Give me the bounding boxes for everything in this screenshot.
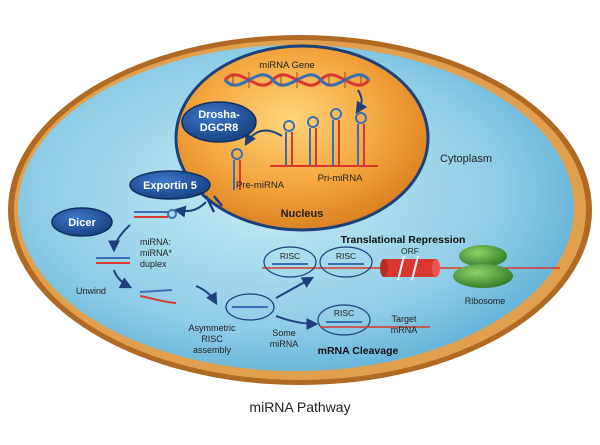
unwind-arrow	[113, 269, 133, 289]
gene-to-pri-arrow	[355, 89, 368, 115]
pre-mirna-icon	[231, 148, 243, 190]
some-label-line1: Some	[272, 328, 296, 338]
target-label-line1: Target	[391, 314, 417, 324]
exportin-label: Exportin 5	[143, 180, 197, 192]
unwinding-strands-icon	[139, 289, 177, 304]
drosha-label-line1: Drosha-	[198, 109, 240, 121]
to-repression-arrow	[275, 276, 315, 299]
risc-complex-3	[317, 304, 371, 336]
nuclear-pore	[204, 195, 223, 213]
pri-mirna-icon	[270, 108, 378, 167]
target-label-line2: mRNA	[391, 325, 418, 335]
risc1-label: RISC	[280, 251, 300, 261]
duplex-label-line2: miRNA*	[140, 248, 172, 258]
cytoplasmic-pre-mirna-icon	[134, 209, 177, 219]
figure-caption: miRNA Pathway	[249, 399, 350, 415]
pri-to-pre-arrow	[244, 129, 283, 147]
to-cleavage-arrow	[275, 315, 319, 330]
orf-label: ORF	[401, 246, 419, 256]
ribosome-icon	[453, 245, 513, 288]
mirna-gene-label: miRNA Gene	[259, 60, 314, 71]
cytoplasm-label: Cytoplasm	[440, 153, 492, 165]
asym-label-line2: RISC	[201, 334, 223, 344]
risc2-label: RISC	[336, 251, 356, 261]
exportin-5-protein	[129, 170, 211, 200]
to-risc-arrow	[195, 285, 218, 306]
some-label-line2: miRNA	[270, 339, 299, 349]
asym-label-line3: assembly	[193, 345, 232, 355]
pre-mirna-label: Pre-miRNA	[236, 180, 285, 191]
dicer-label: Dicer	[68, 217, 96, 229]
mrna-cleavage-label: mRNA Cleavage	[318, 345, 399, 357]
risc-complex-2	[319, 246, 373, 278]
duplex-label-line1: miRNA:	[140, 237, 171, 247]
export-arrow	[173, 201, 207, 218]
risc-assembly-shape	[225, 293, 275, 321]
risc3-label: RISC	[334, 308, 354, 318]
translational-repression-label: Translational Repression	[341, 234, 466, 246]
dna-helix-icon	[223, 72, 371, 88]
dicer-arrow	[108, 224, 131, 253]
drosha-dgcr8-protein	[181, 101, 257, 143]
duplex-label-line3: duplex	[140, 259, 167, 269]
drosha-label-line2: DGCR8	[200, 122, 239, 134]
nucleus-label: Nucleus	[281, 208, 324, 220]
risc-complex-1	[263, 246, 317, 278]
asym-label-line1: Asymmetric	[189, 323, 236, 333]
unwind-label: Unwind	[76, 286, 106, 296]
mirna-duplex-icon	[96, 257, 130, 264]
ribosome-label: Ribosome	[465, 296, 506, 306]
pri-mirna-label: Pri-miRNA	[318, 173, 364, 184]
orf-cylinder-icon	[380, 255, 440, 281]
dicer-protein	[51, 207, 113, 237]
